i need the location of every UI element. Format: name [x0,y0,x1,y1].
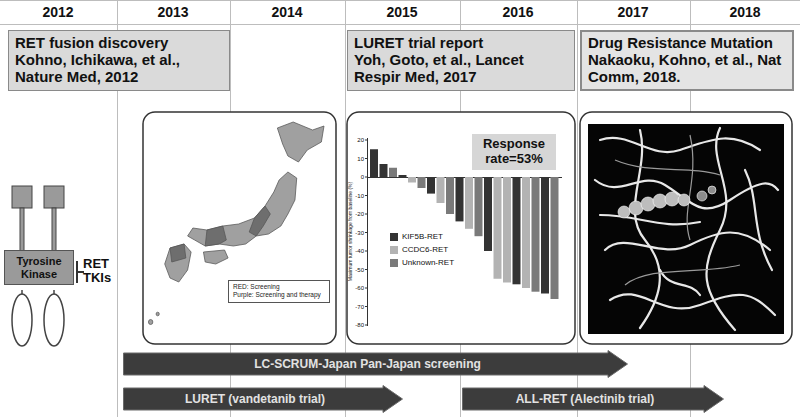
node-heading: LURET trial report [354,35,568,52]
map-panel [143,112,336,344]
arrow-body [124,351,628,378]
node-heading: RED: Screening [233,283,325,291]
chart-panel [347,112,575,344]
node-body: Yoh, Goto, et al., Lancet Respir Med, 20… [354,52,568,86]
japan-map [148,122,324,325]
axis-tick: -70 [352,303,364,311]
timeline-arrow: LURET (vandetanib trial) [123,385,403,413]
node-heading: Drug Resistance Mutation [588,35,786,52]
year-label: 2013 [133,4,213,20]
legend-swatch [390,246,398,254]
axis-tick: -10 [352,192,364,200]
legend-text: KIF5B-RET [402,232,443,241]
year-label: 2016 [478,4,558,20]
axis-title: Maximum tumor shrinkage from baseline (%… [347,172,354,292]
axis-tick: -20 [352,210,364,218]
legend-text: Unknown-RET [402,258,454,267]
node-heading: LURET (vandetanib trial) [185,392,325,406]
legend-swatch [390,233,398,241]
year-label: 2012 [18,4,98,20]
year-label: 2017 [593,4,673,20]
legend-swatch [390,259,398,267]
axis-tick: -50 [352,266,364,274]
node-heading: Tyrosine Kinase [7,255,71,280]
legend-entry: CCDC6-RET [390,245,448,254]
node-body: Purple: Screening and therapy [233,291,325,299]
axis-tick: -40 [352,247,364,255]
kinase-box: Tyrosine Kinase [4,250,74,285]
arrow-body [124,386,403,413]
axis-tick: -80 [352,321,364,329]
reference-box: LURET trial reportYoh, Goto, et al., Lan… [347,30,575,91]
structure-panel [580,112,792,344]
timeline-arrow: ALL-RET (Alectinib trial) [462,385,724,413]
reference-box: Drug Resistance MutationNakaoku, Kohno, … [580,30,794,91]
year-label: 2015 [362,4,442,20]
arrow-body [463,386,724,413]
node-heading: ALL-RET (Alectinib trial) [516,392,655,406]
inhibitor-label: RET TKIs [83,257,117,286]
axis-tick: -30 [352,229,364,237]
year-label: 2018 [705,4,785,20]
axis-tick: 0 [352,173,364,181]
axis-tick: 20 [352,136,364,144]
reference-box: RET fusion discoveryKohno, Ichikawa, et … [8,30,230,91]
axis-tick: -60 [352,284,364,292]
response-box: Response rate=53% [472,134,556,170]
year-label: 2014 [247,4,327,20]
node-body: Nakaoku, Kohno, et al., Nat Comm, 2018. [588,52,786,86]
node-heading: RET fusion discovery [15,35,223,52]
map-legend-box: RED: ScreeningPurple: Screening and ther… [228,280,330,303]
node-heading: Response rate=53% [476,137,552,167]
timeline-arrow: LC-SCRUM-Japan Pan-Japan screening [123,350,628,378]
axis-tick: 10 [352,155,364,163]
legend-entry: KIF5B-RET [390,232,443,241]
legend-text: CCDC6-RET [402,245,448,254]
node-body: Kohno, Ichikawa, et al., Nature Med, 201… [15,52,223,86]
legend-entry: Unknown-RET [390,258,454,267]
protein-structure [588,124,784,334]
node-heading: LC-SCRUM-Japan Pan-Japan screening [254,357,481,371]
